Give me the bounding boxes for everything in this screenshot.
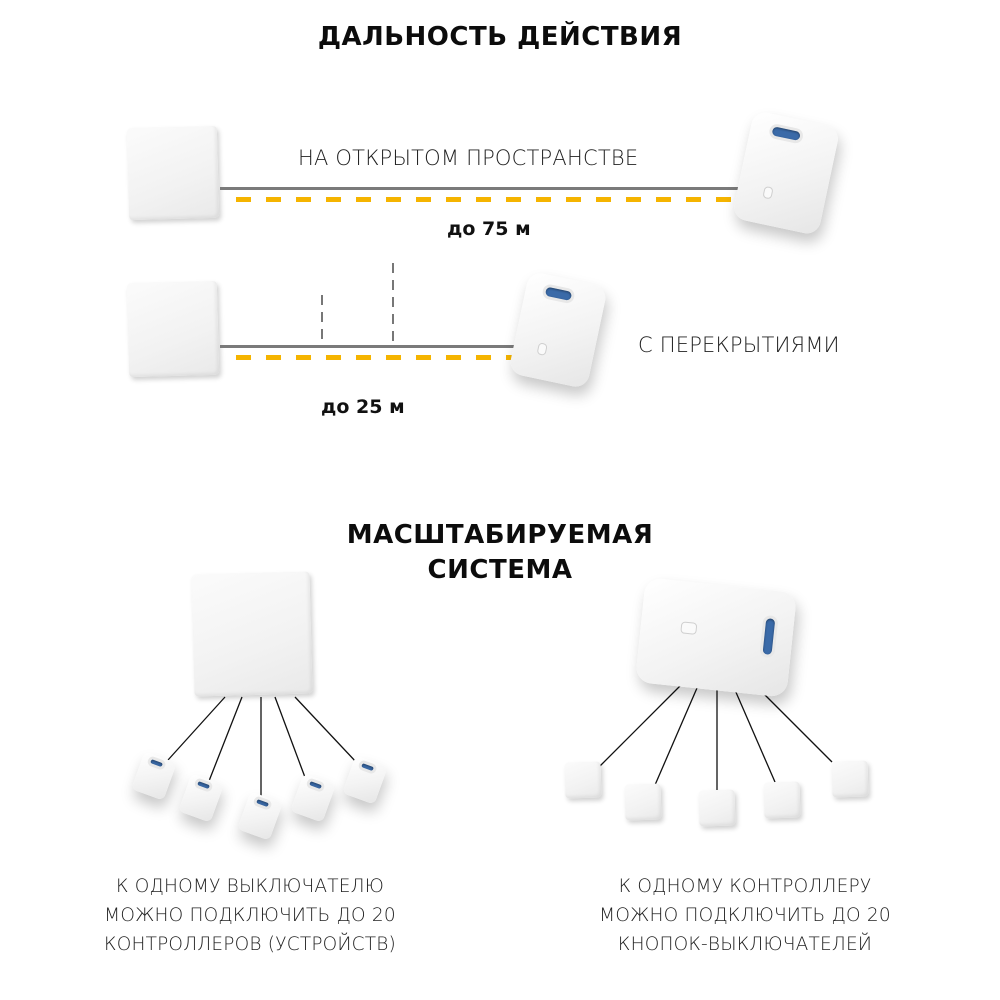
open-space-label: НА ОТКРЫТОМ ПРОСТРАНСТВЕ xyxy=(298,146,639,170)
wall-switch-image xyxy=(564,761,602,799)
terminal-slot-icon xyxy=(150,759,163,768)
left-caption-line3: КОНТРОЛЛЕРОВ (УСТРОЙСТВ) xyxy=(104,934,396,955)
obstacles-label: С ПЕРЕКРЫТИЯМИ xyxy=(638,333,840,357)
terminal-slot-icon xyxy=(256,799,269,808)
terminal-slot-icon xyxy=(309,781,322,790)
left-caption: К ОДНОМУ ВЫКЛЮЧАТЕЛЮ МОЖНО ПОДКЛЮЧИТЬ ДО… xyxy=(60,872,440,959)
right-caption-line1: К ОДНОМУ КОНТРОЛЛЕРУ xyxy=(618,876,872,897)
obstacle-marker xyxy=(321,295,323,347)
range-dashed-line xyxy=(236,197,736,202)
obstacle-marker xyxy=(392,263,394,347)
wall-switch-image xyxy=(191,571,313,697)
right-caption-line2: МОЖНО ПОДКЛЮЧИТЬ ДО 20 xyxy=(599,905,891,926)
wall-switch-image xyxy=(698,789,736,827)
left-caption-line1: К ОДНОМУ ВЫКЛЮЧАТЕЛЮ xyxy=(115,876,385,897)
device-button-icon xyxy=(680,621,698,635)
open-space-distance: до 75 м xyxy=(447,218,531,240)
right-caption-line3: КНОПОК-ВЫКЛЮЧАТЕЛЕЙ xyxy=(617,934,873,955)
right-caption: К ОДНОМУ КОНТРОЛЛЕРУ МОЖНО ПОДКЛЮЧИТЬ ДО… xyxy=(555,872,935,959)
scalable-title-line1: МАСШТАБИРУЕМАЯ xyxy=(346,520,654,550)
scalable-title-line2: СИСТЕМА xyxy=(427,555,573,585)
wall-switch-image xyxy=(624,783,662,821)
left-caption-line2: МОЖНО ПОДКЛЮЧИТЬ ДО 20 xyxy=(104,905,396,926)
range-dashed-line xyxy=(236,355,518,360)
controller-device-image xyxy=(634,577,798,698)
signal-line xyxy=(220,345,518,348)
obstacles-distance: до 25 м xyxy=(321,396,405,418)
terminal-slot-icon xyxy=(197,781,210,790)
range-title: ДАЛЬНОСТЬ ДЕЙСТВИЯ xyxy=(317,22,683,52)
signal-line xyxy=(220,187,742,190)
terminal-slot-icon xyxy=(361,763,374,772)
wall-switch-image xyxy=(831,760,869,798)
terminal-slot-icon xyxy=(762,618,776,655)
wall-switch-image xyxy=(763,781,801,819)
